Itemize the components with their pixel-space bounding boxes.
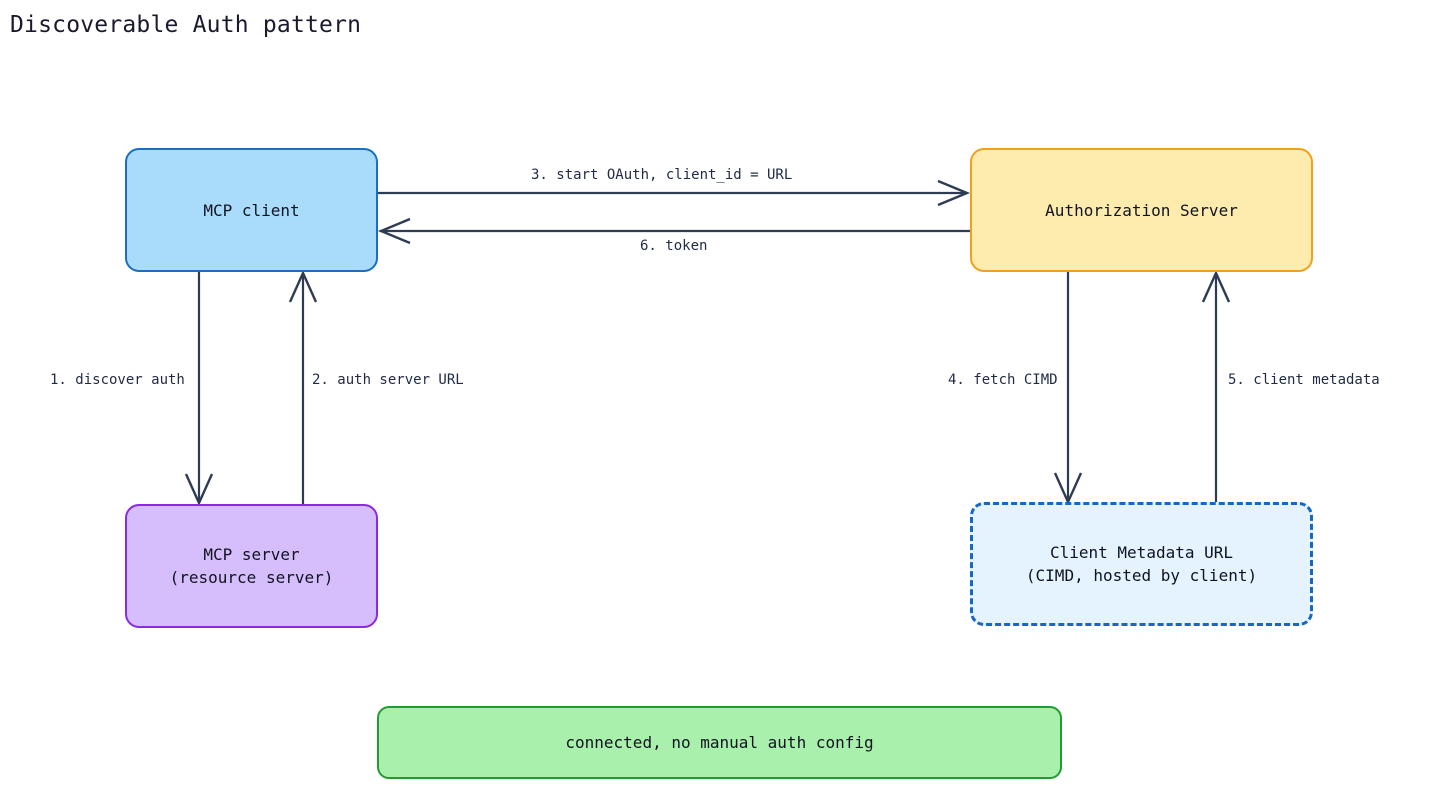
edge-6-token <box>377 217 970 245</box>
edge-label-4-fetch-cimd: 4. fetch CIMD <box>948 372 1058 388</box>
edge-1-discover-auth <box>184 272 214 506</box>
node-connected-result[interactable]: connected, no manual auth config <box>377 706 1062 779</box>
edge-5-client-metadata <box>1201 270 1231 502</box>
node-client-metadata-url[interactable]: Client Metadata URL (CIMD, hosted by cli… <box>970 502 1313 626</box>
edge-label-1-discover-auth: 1. discover auth <box>50 372 185 388</box>
node-mcp-client-label: MCP client <box>203 200 300 220</box>
node-mcp-server[interactable]: MCP server (resource server) <box>125 504 378 628</box>
node-mcp-server-label: MCP server (resource server) <box>169 545 334 587</box>
node-client-metadata-url-label: Client Metadata URL (CIMD, hosted by cli… <box>1025 543 1258 585</box>
node-mcp-client[interactable]: MCP client <box>125 148 378 272</box>
node-connected-result-label: connected, no manual auth config <box>565 733 874 752</box>
edge-label-6-token: 6. token <box>640 238 708 254</box>
edge-4-fetch-cimd <box>1053 272 1083 505</box>
edge-label-5-client-metadata: 5. client metadata <box>1228 372 1380 388</box>
edge-2-auth-server-url <box>288 270 318 504</box>
node-authorization-server[interactable]: Authorization Server <box>970 148 1313 272</box>
edge-3-start-oauth <box>378 179 971 207</box>
page-title: Discoverable Auth pattern <box>10 12 362 38</box>
edge-label-3-start-oauth: 3. start OAuth, client_id = URL <box>531 167 793 183</box>
edge-label-2-auth-server-url: 2. auth server URL <box>312 372 464 388</box>
node-authorization-server-label: Authorization Server <box>1045 200 1238 220</box>
